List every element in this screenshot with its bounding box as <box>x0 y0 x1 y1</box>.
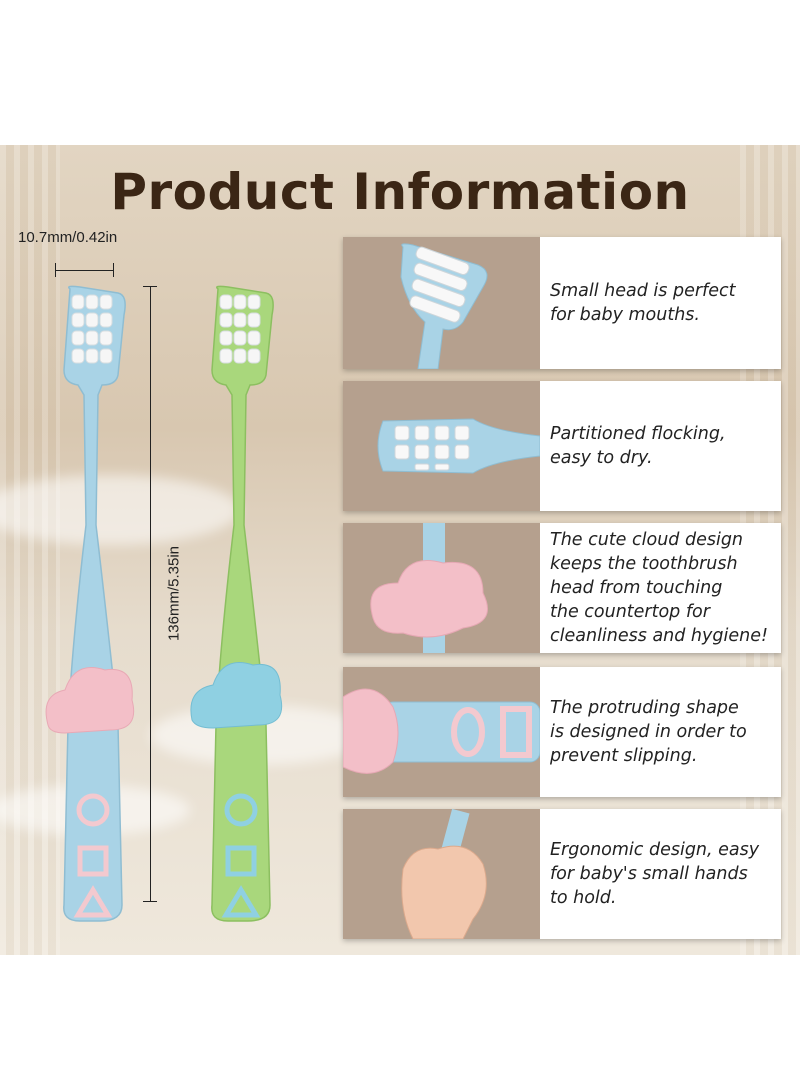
feature-text: The protruding shape is designed in orde… <box>550 698 747 766</box>
length-tick <box>143 286 157 287</box>
feature-text: The cute cloud design keeps the toothbru… <box>550 530 768 646</box>
blue-toothbrush <box>45 285 135 922</box>
bristle-grid-photo <box>343 381 540 511</box>
handle-shapes-photo <box>343 667 540 797</box>
head-width-line <box>55 270 113 271</box>
pink-cloud-photo <box>343 523 540 653</box>
feature-card-small-head: Small head is perfect for baby mouths. <box>343 237 781 369</box>
length-line <box>150 286 151 901</box>
length-label: 136mm/5.35in <box>165 545 183 642</box>
feature-text: Small head is perfect for baby mouths. <box>550 281 736 325</box>
background-cloud <box>0 475 240 545</box>
head-width-label: 10.7mm/0.42in <box>18 229 118 246</box>
green-toothbrush <box>190 285 283 922</box>
feature-text: Ergonomic design, easy for baby's small … <box>550 840 760 908</box>
page-title: Product Information <box>110 163 690 221</box>
feature-card-flocking: Partitioned flocking, easy to dry. <box>343 381 781 511</box>
feature-card-cloud: The cute cloud design keeps the toothbru… <box>343 523 781 653</box>
hand-holding-photo <box>343 809 540 939</box>
feature-card-ergonomic: Ergonomic design, easy for baby's small … <box>343 809 781 939</box>
head-width-tick <box>55 263 56 277</box>
feature-card-protruding: The protruding shape is designed in orde… <box>343 667 781 797</box>
toothbrush-head-photo <box>343 237 540 369</box>
length-tick <box>143 901 157 902</box>
head-width-tick <box>113 263 114 277</box>
feature-text: Partitioned flocking, easy to dry. <box>550 424 726 468</box>
product-info-panel: Product Information 10.7mm/0.42in 136mm/… <box>0 145 800 955</box>
